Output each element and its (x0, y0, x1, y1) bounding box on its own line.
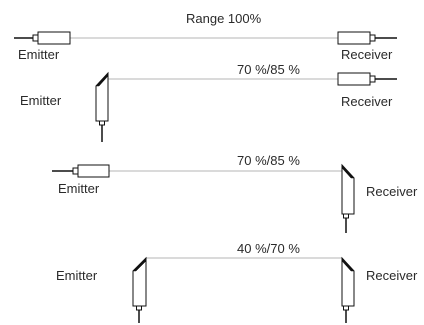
row-4 (132, 256, 355, 323)
range-label-3: 70 %/85 % (237, 153, 300, 168)
receiver-label-4: Receiver (366, 268, 418, 283)
receiver-sensor-3 (341, 163, 355, 233)
row-2 (95, 71, 397, 142)
emitter-sensor-1 (14, 31, 71, 45)
emitter-sensor-2 (95, 71, 109, 142)
emitter-label-4: Emitter (56, 268, 98, 283)
receiver-sensor-4 (341, 256, 355, 323)
receiver-sensor-1 (337, 31, 397, 45)
row-3 (52, 163, 355, 233)
emitter-sensor-3 (52, 164, 110, 178)
receiver-label-2: Receiver (341, 94, 393, 109)
row-1 (14, 31, 397, 45)
receiver-sensor-2 (337, 72, 397, 86)
emitter-label-2: Emitter (20, 93, 62, 108)
receiver-label-3: Receiver (366, 184, 418, 199)
range-label-4: 40 %/70 % (237, 241, 300, 256)
range-label-2: 70 %/85 % (237, 62, 300, 77)
emitter-label-3: Emitter (58, 181, 100, 196)
emitter-sensor-4 (132, 256, 147, 323)
emitter-label-1: Emitter (18, 47, 60, 62)
range-label-1: Range 100% (186, 11, 262, 26)
receiver-label-1: Receiver (341, 47, 393, 62)
